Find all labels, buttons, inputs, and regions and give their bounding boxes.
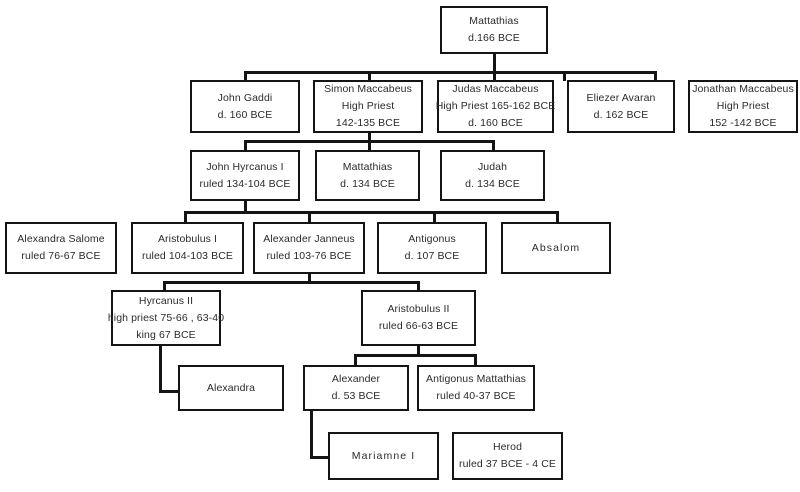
- node-alexander-line-1: Alexander: [331, 373, 381, 385]
- node-mattathias-line-1: Mattathias: [469, 15, 519, 27]
- node-absalom-line-1: Absalom: [531, 241, 581, 254]
- node-hyrcanus-ii-line-1: Hyrcanus II: [138, 294, 194, 307]
- connector-gen5-bus: [163, 281, 419, 284]
- node-simon-maccabeus-line-3: 142-135 BCE: [335, 117, 401, 129]
- connector-drop-judah: [492, 140, 495, 151]
- connector-gen4-bus: [184, 211, 558, 214]
- node-herod[interactable]: Herod ruled 37 BCE - 4 CE: [452, 432, 563, 480]
- node-eliezer-avaran-line-1: Eliezer Avaran: [586, 91, 656, 104]
- node-judas-maccabeus-line-2: High Priest 165-162 BCE: [435, 100, 556, 112]
- connector-mariamne-elbow: [310, 456, 331, 459]
- node-jonathan-maccabeus-line-3: 152 -142 BCE: [709, 117, 777, 129]
- node-herod-line-1: Herod: [492, 441, 523, 453]
- node-aristobulus-ii-line-1: Aristobulus II: [387, 303, 450, 315]
- node-aristobulus-ii[interactable]: Aristobulus II ruled 66-63 BCE: [361, 290, 476, 346]
- node-absalom[interactable]: Absalom: [501, 222, 611, 274]
- node-eliezer-avaran[interactable]: Eliezer Avaran d. 162 BCE: [567, 80, 675, 133]
- connector-drop-john-gaddi: [244, 71, 247, 81]
- connector-mattathias-stem: [493, 54, 496, 72]
- node-antigonus-line-1: Antigonus: [408, 233, 456, 245]
- node-antigonus-mattathias-line-1: Antigonus Mattathias: [425, 373, 527, 385]
- connector-gen6-bus: [354, 354, 476, 357]
- node-simon-maccabeus-line-2: High Priest: [341, 100, 395, 112]
- node-judas-maccabeus-line-1: Judas Maccabeus: [452, 83, 539, 95]
- node-judas-maccabeus-line-3: d. 160 BCE: [468, 117, 523, 129]
- connector-hyrcanus-ii-stem: [159, 346, 162, 392]
- node-alexandra-salome[interactable]: Alexandra Salome ruled 76-67 BCE: [5, 222, 117, 274]
- node-mattathias-2-line-2: d. 134 BCE: [340, 177, 395, 190]
- node-john-hyrcanus-i[interactable]: John Hyrcanus I ruled 134-104 BCE: [190, 150, 300, 201]
- connector-drop-simon: [368, 71, 371, 81]
- node-judah-line-1: Judah: [477, 160, 508, 173]
- connector-drop-aristobulus-i: [184, 211, 187, 223]
- node-john-gaddi[interactable]: John Gaddi d. 160 BCE: [190, 80, 300, 133]
- connector-drop-hyrcanus-ii: [163, 281, 166, 291]
- connector-drop-alexander: [354, 354, 357, 366]
- node-hyrcanus-ii-line-2: high priest 75-66 , 63-40: [107, 311, 225, 324]
- node-alexander-janneus-line-1: Alexander Janneus: [263, 233, 355, 245]
- connector-aristobulus-ii-stem: [417, 346, 420, 355]
- node-herod-line-2: ruled 37 BCE - 4 CE: [458, 458, 557, 470]
- connector-hyrcanus-i-stem: [244, 201, 247, 212]
- node-aristobulus-ii-line-2: ruled 66-63 BCE: [378, 320, 459, 332]
- node-alexandra-line-1: Alexandra: [206, 381, 256, 394]
- node-eliezer-avaran-line-2: d. 162 BCE: [593, 108, 649, 121]
- connector-drop-aristobulus-ii: [417, 281, 420, 291]
- node-hyrcanus-ii[interactable]: Hyrcanus II high priest 75-66 , 63-40 king…: [107, 290, 225, 346]
- node-judah[interactable]: Judah d. 134 BCE: [440, 150, 545, 201]
- node-antigonus-mattathias-line-2: ruled 40-37 BCE: [436, 390, 516, 402]
- node-mattathias-2[interactable]: Mattathias d. 134 BCE: [315, 150, 420, 201]
- node-aristobulus-i-line-2: ruled 104-103 BCE: [141, 250, 233, 262]
- node-alexandra[interactable]: Alexandra: [178, 365, 284, 411]
- node-simon-maccabeus-line-1: Simon Maccabeus: [324, 83, 412, 95]
- connector-simon-stem: [368, 133, 371, 141]
- node-alexander-janneus[interactable]: Alexander Janneus ruled 103-76 BCE: [253, 222, 365, 274]
- node-antigonus-line-2: d. 107 BCE: [404, 250, 460, 262]
- node-antigonus-mattathias[interactable]: Antigonus Mattathias ruled 40-37 BCE: [417, 365, 535, 411]
- node-aristobulus-i[interactable]: Aristobulus I ruled 104-103 BCE: [131, 222, 244, 274]
- node-mattathias[interactable]: Mattathias d.166 BCE: [440, 6, 548, 54]
- node-alexander-line-2: d. 53 BCE: [331, 390, 381, 402]
- node-alexander[interactable]: Alexander d. 53 BCE: [303, 365, 409, 411]
- node-mariamne-i-line-1: Mariamne I: [351, 449, 416, 462]
- node-alexander-janneus-line-2: ruled 103-76 BCE: [266, 250, 352, 262]
- node-jonathan-maccabeus-line-2: High Priest: [716, 100, 770, 112]
- node-john-gaddi-line-2: d. 160 BCE: [217, 108, 273, 121]
- connector-drop-jonathan: [654, 71, 657, 81]
- node-mattathias-2-line-1: Mattathias: [342, 160, 393, 173]
- node-mattathias-line-2: d.166 BCE: [468, 32, 520, 44]
- connector-drop-antig-matt: [474, 354, 477, 366]
- node-alexandra-salome-line-2: ruled 76-67 BCE: [21, 250, 101, 262]
- node-john-gaddi-line-1: John Gaddi: [217, 91, 273, 104]
- node-mariamne-i[interactable]: Mariamne I: [328, 432, 439, 480]
- node-john-hyrcanus-i-line-2: ruled 134-104 BCE: [199, 177, 291, 190]
- node-jonathan-maccabeus-line-1: Jonathan Maccabeus: [692, 83, 794, 95]
- node-aristobulus-i-line-1: Aristobulus I: [157, 233, 218, 245]
- connector-drop-antigonus: [433, 211, 436, 223]
- node-alexandra-salome-line-1: Alexandra Salome: [17, 233, 105, 245]
- connector-drop-judas: [493, 71, 496, 81]
- node-john-hyrcanus-i-line-1: John Hyrcanus I: [206, 160, 284, 173]
- connector-drop-mattathias2: [368, 140, 371, 151]
- connector-drop-alex-janneus: [308, 211, 311, 223]
- connector-alexander-stem: [310, 411, 313, 458]
- connector-drop-hyrcanus-i: [244, 140, 247, 151]
- node-judah-line-2: d. 134 BCE: [465, 177, 520, 190]
- node-hyrcanus-ii-line-3: king 67 BCE: [136, 328, 196, 341]
- connector-alexandra-elbow: [159, 390, 181, 393]
- connector-alex-janneus-stem: [308, 274, 311, 282]
- connector-drop-absalom: [556, 211, 559, 223]
- connector-drop-eliezer: [563, 71, 566, 81]
- connector-gen2-bus: [244, 71, 656, 74]
- node-antigonus[interactable]: Antigonus d. 107 BCE: [377, 222, 487, 274]
